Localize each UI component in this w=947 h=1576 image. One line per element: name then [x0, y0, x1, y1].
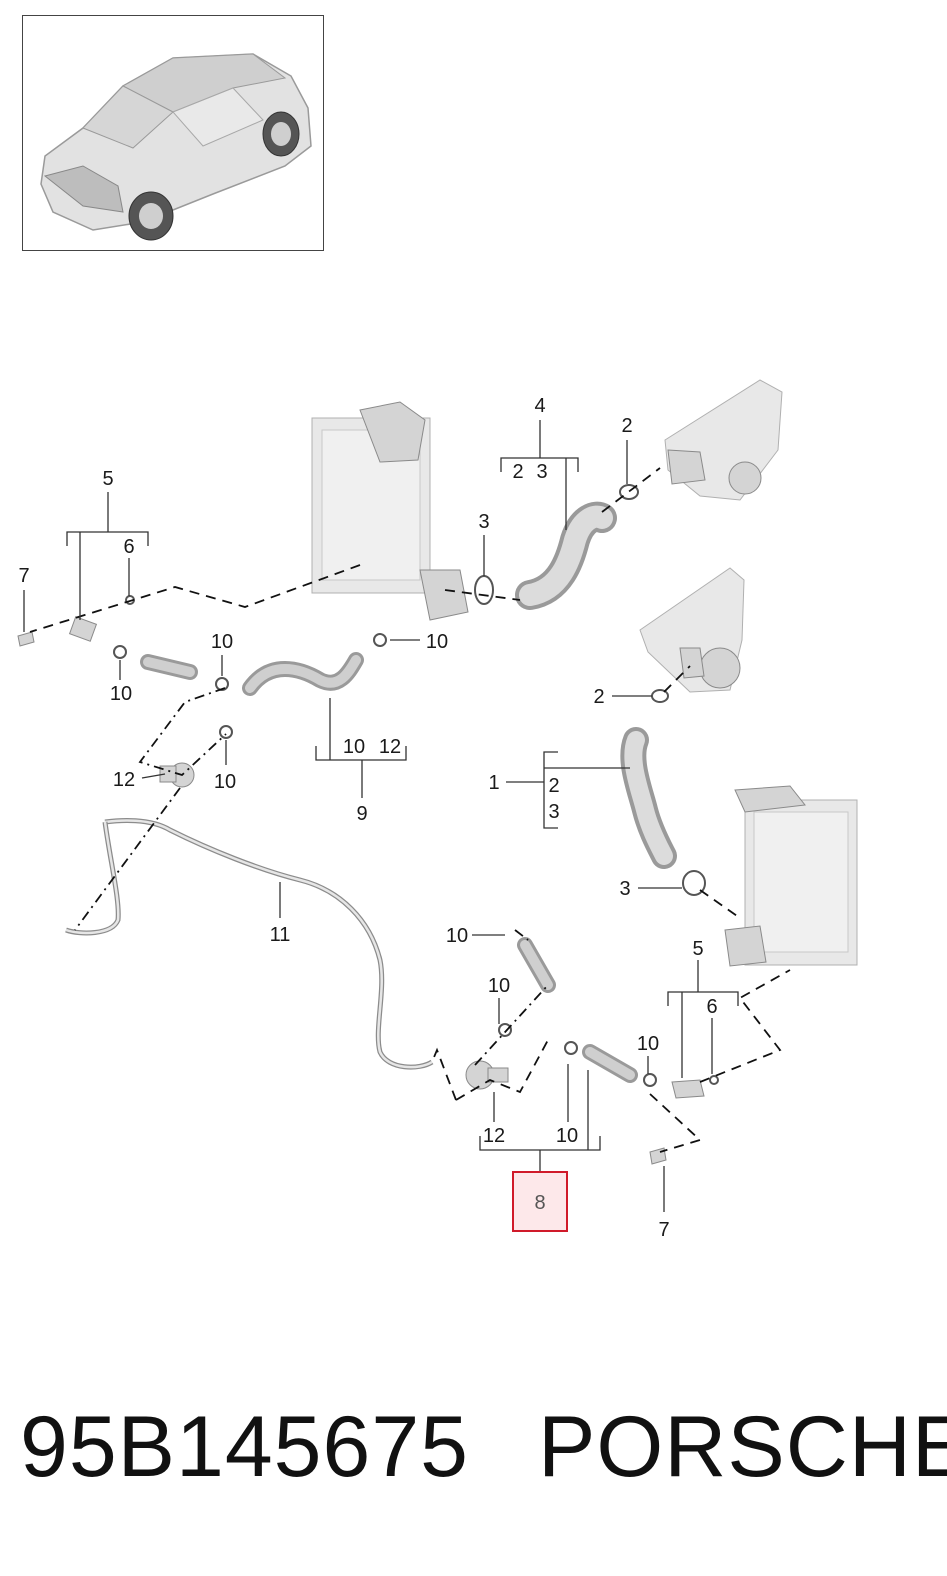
callout-5-left[interactable]: 5 [102, 468, 113, 490]
o-ring-2-top [619, 484, 639, 500]
car-illustration [40, 53, 312, 241]
callout-7-right[interactable]: 7 [658, 1219, 669, 1241]
callout-10-a[interactable]: 10 [211, 631, 233, 653]
callout-2-top[interactable]: 2 [621, 415, 632, 437]
part-number: 95B145675 [20, 1399, 469, 1495]
callout-6-left[interactable]: 6 [123, 536, 134, 558]
callout-5-right[interactable]: 5 [692, 938, 703, 960]
brand-name: PORSCHE [538, 1399, 947, 1495]
callout-9-sub-12[interactable]: 12 [379, 736, 401, 758]
callout-2-mid[interactable]: 2 [593, 686, 604, 708]
charge-air-pipe-4 [515, 501, 617, 610]
callout-10-e[interactable]: 10 [446, 925, 468, 947]
intercooler-right [724, 785, 858, 967]
callout-9[interactable]: 9 [356, 803, 367, 825]
vehicle-thumbnail [22, 15, 324, 251]
callout-1[interactable]: 1 [488, 772, 499, 794]
callout-11[interactable]: 11 [270, 924, 291, 946]
charge-air-pipe-1 [620, 727, 677, 869]
callout-1-sub-3[interactable]: 3 [548, 801, 559, 823]
callout-10-f[interactable]: 10 [488, 975, 510, 997]
callout-6-right[interactable]: 6 [706, 996, 717, 1018]
callout-leaders [23, 420, 739, 1212]
o-ring-2-mid [651, 689, 669, 703]
intercooler-top [311, 401, 469, 621]
connection-lines [29, 467, 791, 1153]
footer-caption: 95B145675 PORSCHE [0, 1392, 947, 1502]
turbocharger-mid [639, 567, 745, 693]
callout-9-sub-10[interactable]: 10 [343, 736, 365, 758]
highlight-box-8 [512, 1171, 568, 1232]
callout-3-mid[interactable]: 3 [619, 878, 630, 900]
callout-8-sub-12[interactable]: 12 [483, 1125, 505, 1147]
callout-8-sub-10[interactable]: 10 [556, 1125, 578, 1147]
callout-10-g[interactable]: 10 [637, 1033, 659, 1055]
callout-8-highlighted[interactable]: 8 [534, 1192, 545, 1214]
callout-12-left[interactable]: 12 [113, 769, 135, 791]
coolant-hose-bottom [465, 937, 705, 1099]
o-ring-3-mid [682, 870, 706, 896]
callout-labels: 4 2 3 2 3 5 6 7 10 10 10 10 12 9 10 12 2… [18, 395, 717, 1241]
turbocharger-top [664, 379, 783, 501]
callout-4[interactable]: 4 [534, 395, 545, 417]
hose-clamps [113, 595, 719, 1087]
callout-1-sub-2[interactable]: 2 [548, 775, 559, 797]
cable-11 [65, 818, 434, 1070]
callout-10-c[interactable]: 10 [426, 631, 448, 653]
o-ring-3-top [474, 575, 494, 605]
callout-3-top[interactable]: 3 [478, 511, 489, 533]
callout-7-left[interactable]: 7 [18, 565, 29, 587]
callout-4-sub-3[interactable]: 3 [536, 461, 547, 483]
callout-10-b[interactable]: 10 [110, 683, 132, 705]
callout-4-sub-2[interactable]: 2 [512, 461, 523, 483]
callout-10-d[interactable]: 10 [214, 771, 236, 793]
